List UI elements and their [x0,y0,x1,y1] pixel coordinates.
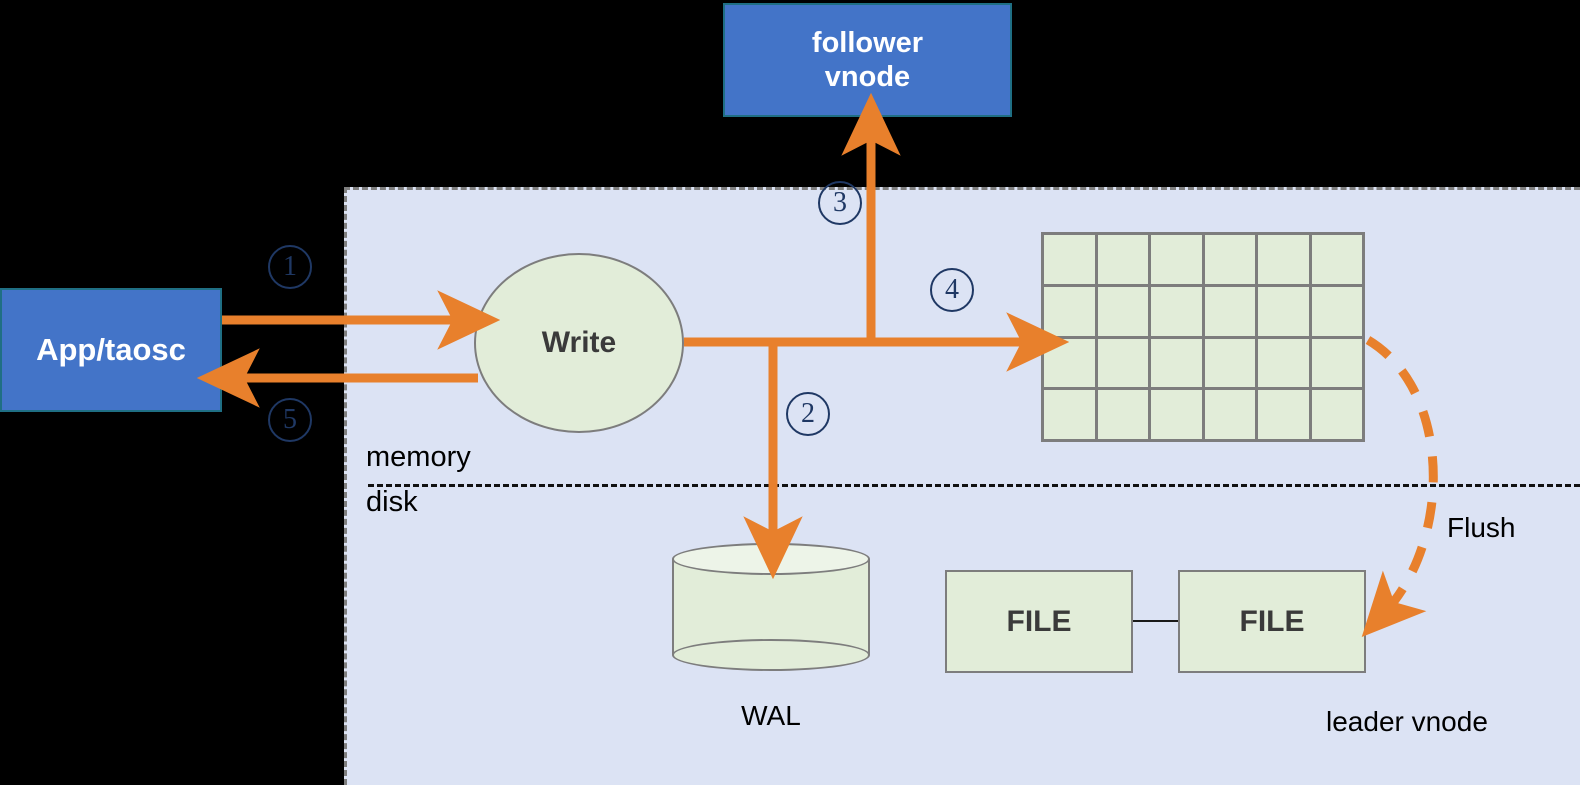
follower-vnode-box: follower vnode [723,3,1012,117]
app-taosc-box: App/taosc [0,288,222,412]
memtable-cell [1151,390,1202,439]
wal-cylinder-top [672,543,870,575]
step-number-1: 1 [268,245,312,289]
flush-label: Flush [1447,512,1516,543]
write-node: Write [474,253,684,433]
follower-line-1: follower [811,26,924,59]
step-number-5: 5 [268,398,312,442]
wal-cylinder [672,543,870,671]
memtable-cell [1097,235,1148,284]
memtable-cell [1311,235,1362,284]
memtable-cell [1151,338,1202,388]
memtable-cell [1258,390,1309,439]
memtable-cell [1151,286,1202,336]
memtable-cell [1258,338,1309,388]
memtable-cell [1204,338,1255,388]
file-connector-line [1133,620,1178,622]
memtable-cell [1151,235,1202,284]
memtable-cell [1204,286,1255,336]
memtable-cell [1204,235,1255,284]
step-number-4: 4 [930,268,974,312]
memtable-cell [1311,286,1362,336]
memtable-cell [1097,286,1148,336]
memtable-cell [1044,338,1095,388]
memtable-cell [1097,338,1148,388]
wal-cylinder-bottom [672,639,870,671]
file-box-2: FILE [1178,570,1366,673]
memtable-cell [1258,235,1309,284]
memory-label: memory [366,441,471,473]
memtable-cell [1258,286,1309,336]
wal-label: WAL [741,700,801,731]
memtable-cell [1044,286,1095,336]
memtable-grid [1041,232,1365,442]
memtable-cell [1204,390,1255,439]
memory-disk-divider [368,484,1580,487]
memtable-cell [1097,390,1148,439]
memtable-cell [1044,390,1095,439]
memtable-cell [1311,390,1362,439]
file-box-1: FILE [945,570,1133,673]
leader-vnode-caption: leader vnode [1326,706,1488,737]
memtable-cell [1044,235,1095,284]
step-number-3: 3 [818,181,862,225]
disk-label: disk [366,486,418,518]
follower-line-2: vnode [824,61,911,93]
memtable-cell [1311,338,1362,388]
step-number-2: 2 [786,392,830,436]
